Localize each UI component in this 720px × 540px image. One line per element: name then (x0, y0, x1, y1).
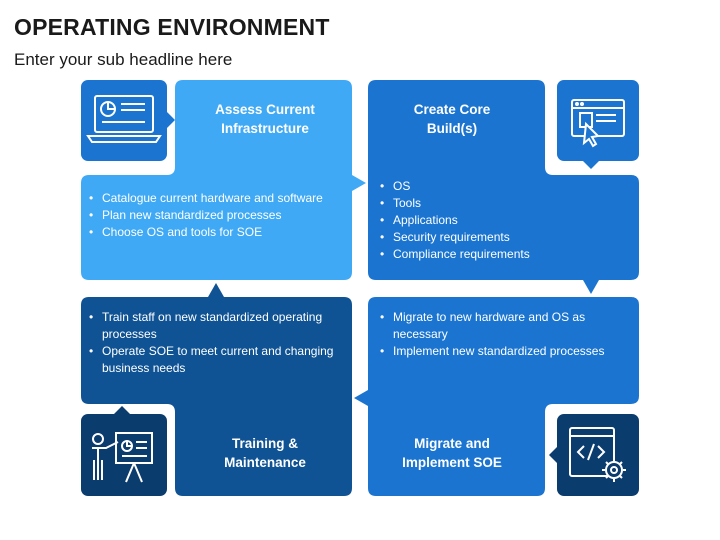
arrow-create-to-migrate (583, 280, 599, 294)
arrow-training-to-assess (208, 283, 224, 297)
page-title: OPERATING ENVIRONMENT (14, 14, 330, 40)
list-item: Operate SOE to meet current and changing… (89, 343, 358, 377)
list-item: Implement new standardized processes (380, 343, 633, 360)
list-item: Tools (380, 195, 633, 212)
list-item: Catalogue current hardware and software (89, 190, 360, 207)
icon-box-assess (81, 80, 167, 161)
heading-create: Create Core Build(s) (413, 102, 491, 136)
heading-assess: Assess Current Infrastructure (215, 102, 315, 136)
list-item: Compliance requirements (380, 246, 633, 263)
bullets-training: Train staff on new standardized operatin… (88, 309, 358, 377)
browser-click-icon (571, 99, 625, 148)
heading-training: Training & Maintenance (224, 436, 306, 470)
bullets-assess: Catalogue current hardware and software … (88, 190, 360, 241)
page-subtitle: Enter your sub headline here (14, 50, 233, 69)
list-item: Migrate to new hardware and OS as necess… (380, 309, 633, 343)
code-gear-icon (569, 427, 626, 482)
icon-box-training-pointer (114, 406, 130, 414)
list-item: Choose OS and tools for SOE (89, 224, 360, 241)
presenter-board-icon (92, 432, 153, 483)
bullets-create: OS Tools Applications Security requireme… (379, 178, 633, 263)
list-item: Applications (380, 212, 633, 229)
laptop-chart-icon (86, 95, 162, 143)
list-item: Plan new standardized processes (89, 207, 360, 224)
bullets-migrate: Migrate to new hardware and OS as necess… (379, 309, 633, 360)
arrow-migrate-to-training (354, 390, 368, 406)
icon-box-create-pointer (583, 161, 599, 169)
heading-migrate: Migrate and Implement SOE (402, 436, 502, 470)
list-item: Security requirements (380, 229, 633, 246)
icon-box-assess-pointer (167, 112, 175, 128)
arrow-assess-to-create (352, 175, 366, 191)
icon-box-migrate-pointer (549, 447, 557, 463)
list-item: Train staff on new standardized operatin… (89, 309, 358, 343)
list-item: OS (380, 178, 633, 195)
